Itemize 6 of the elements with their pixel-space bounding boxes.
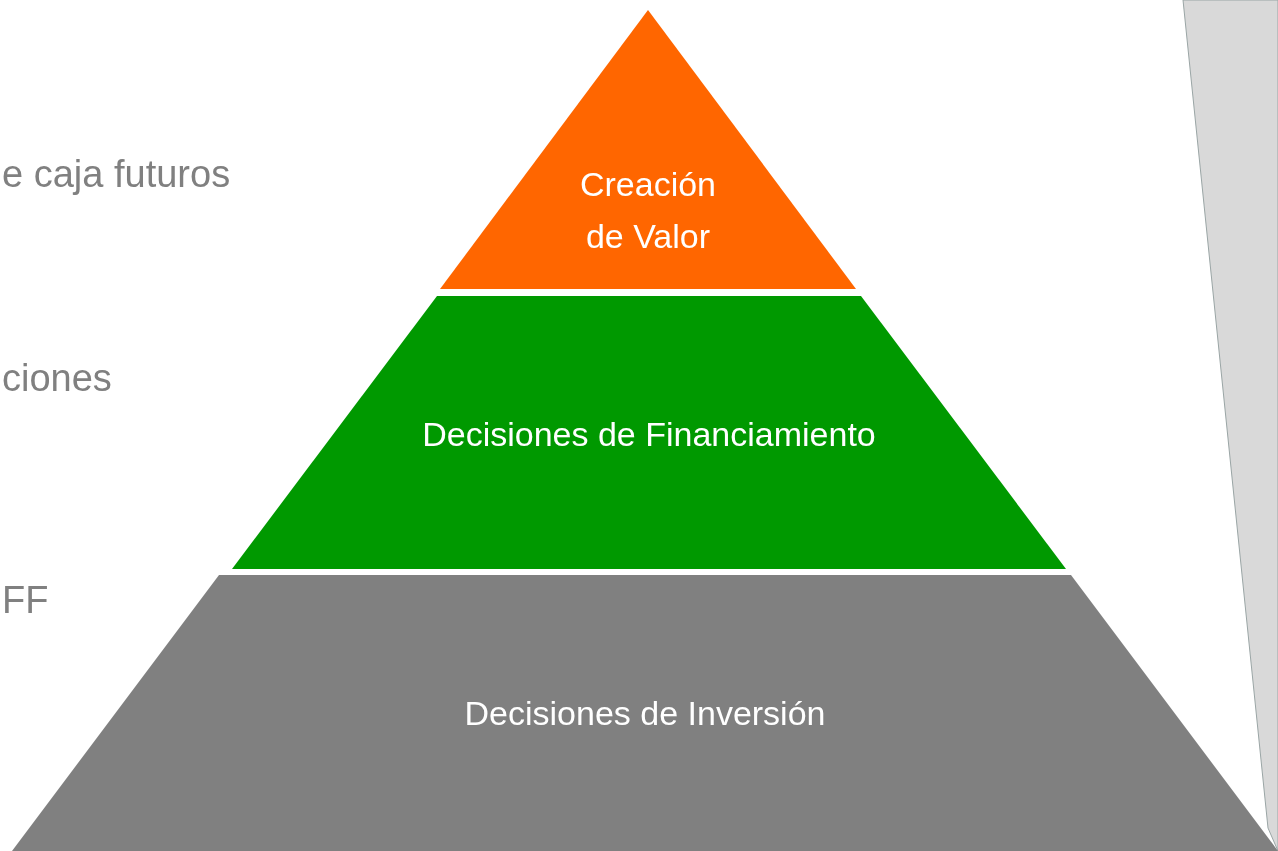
cut-off-text: FF [2, 578, 49, 622]
tier-label: Creación de Valor [578, 164, 718, 257]
cut-off-text: e caja futuros [2, 152, 231, 196]
tier-label: Decisiones de Inversión [463, 693, 827, 734]
tier-label: Decisiones de Financiamiento [421, 414, 877, 455]
cut-off-text: ciones [2, 356, 112, 400]
